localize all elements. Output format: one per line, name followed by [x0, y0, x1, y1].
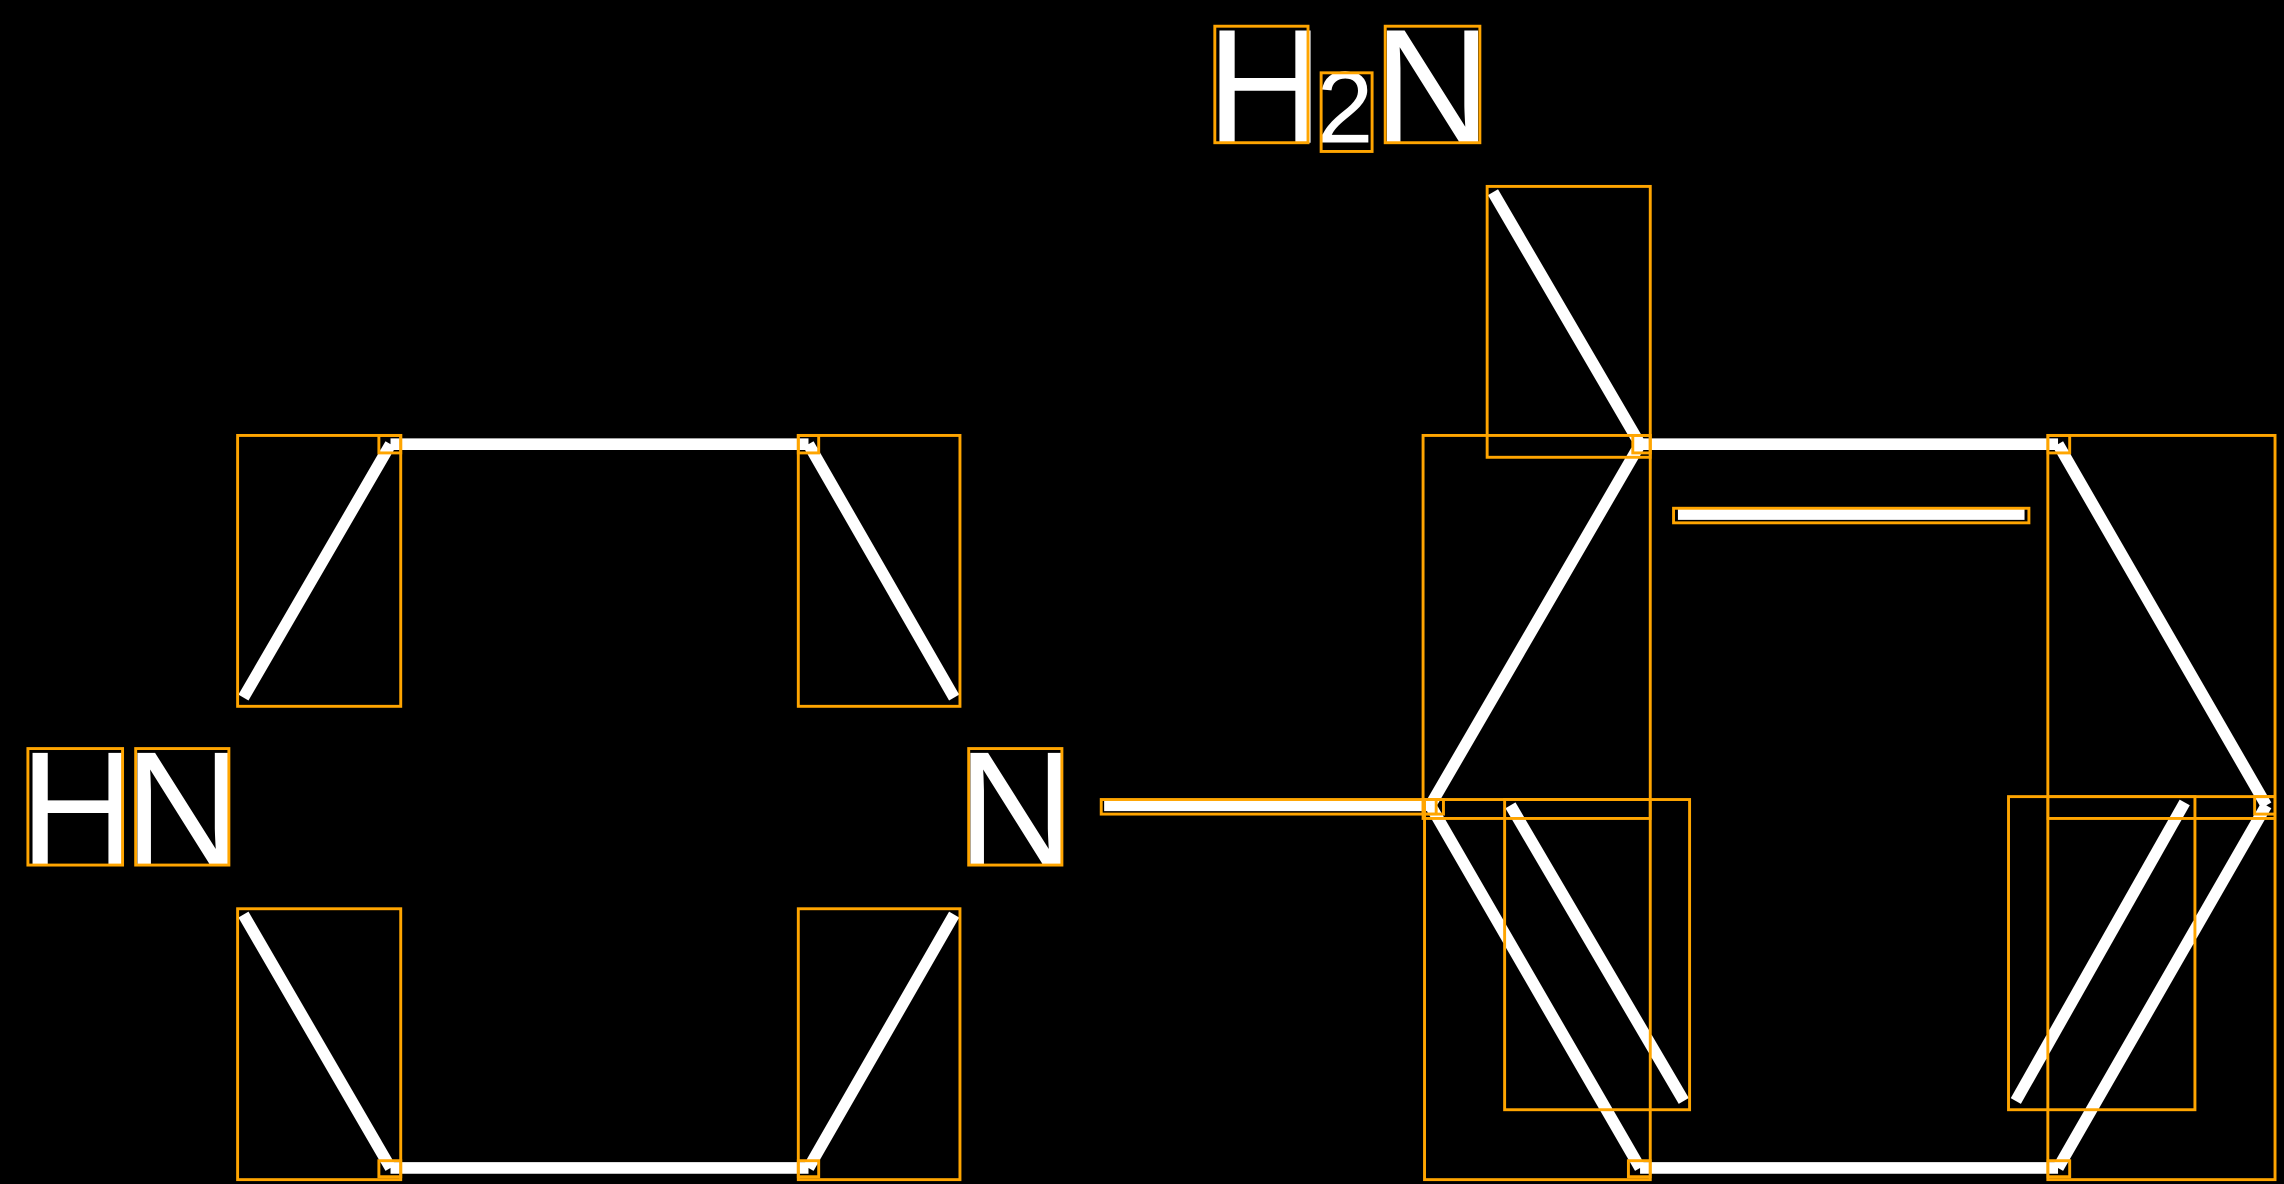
bond: [1425, 802, 1646, 1171]
bond: [2052, 441, 2272, 809]
atom-ring-n: N: [957, 717, 1075, 900]
bounding-box: [1421, 798, 1445, 816]
atom-hn-h: H: [19, 717, 137, 900]
bounding-box: [1672, 506, 2031, 525]
bond: [1505, 802, 1689, 1104]
bounding-box: [377, 433, 403, 455]
atom-hn-n: N: [124, 717, 242, 900]
bounding-box: [796, 433, 962, 708]
bounding-box: [1213, 24, 1310, 145]
bond: [803, 441, 960, 701]
atom-labels: H N N H 2 N: [19, 0, 1491, 900]
bounding-box: [2253, 795, 2277, 816]
bond: [2052, 802, 2272, 1171]
bounding-box: [2046, 433, 2277, 820]
bounding-box: [1319, 71, 1374, 153]
bounding-box: [796, 433, 821, 455]
bounding-box: [1383, 24, 1482, 145]
bounding-box: [1421, 433, 1652, 820]
atom-amine-n: N: [1374, 0, 1492, 178]
bounding-box: [1099, 798, 1438, 816]
bond: [238, 911, 396, 1171]
bond: [1487, 189, 1646, 448]
bounding-box: [1626, 1159, 1652, 1179]
bond: [238, 441, 396, 701]
bounding-boxes: [26, 24, 2277, 1182]
bounding-box: [377, 1159, 403, 1179]
atom-amine-subscript: 2: [1317, 51, 1374, 165]
bounding-box: [796, 907, 962, 1182]
atom-amine-h: H: [1206, 0, 1324, 178]
bounding-box: [1503, 798, 1692, 1112]
bounding-box: [134, 747, 231, 867]
bounding-box: [1485, 184, 1652, 459]
bounding-box: [236, 433, 403, 708]
bond: [1425, 441, 1646, 809]
bounding-box: [26, 747, 125, 867]
bounding-box: [1631, 433, 1652, 455]
bounding-box: [2007, 795, 2197, 1112]
bounding-box: [796, 1159, 821, 1179]
bonds: [238, 189, 2272, 1174]
bond: [803, 911, 960, 1171]
bounding-box: [967, 747, 1064, 867]
bounding-box: [236, 907, 403, 1182]
bond: [2010, 799, 2190, 1104]
